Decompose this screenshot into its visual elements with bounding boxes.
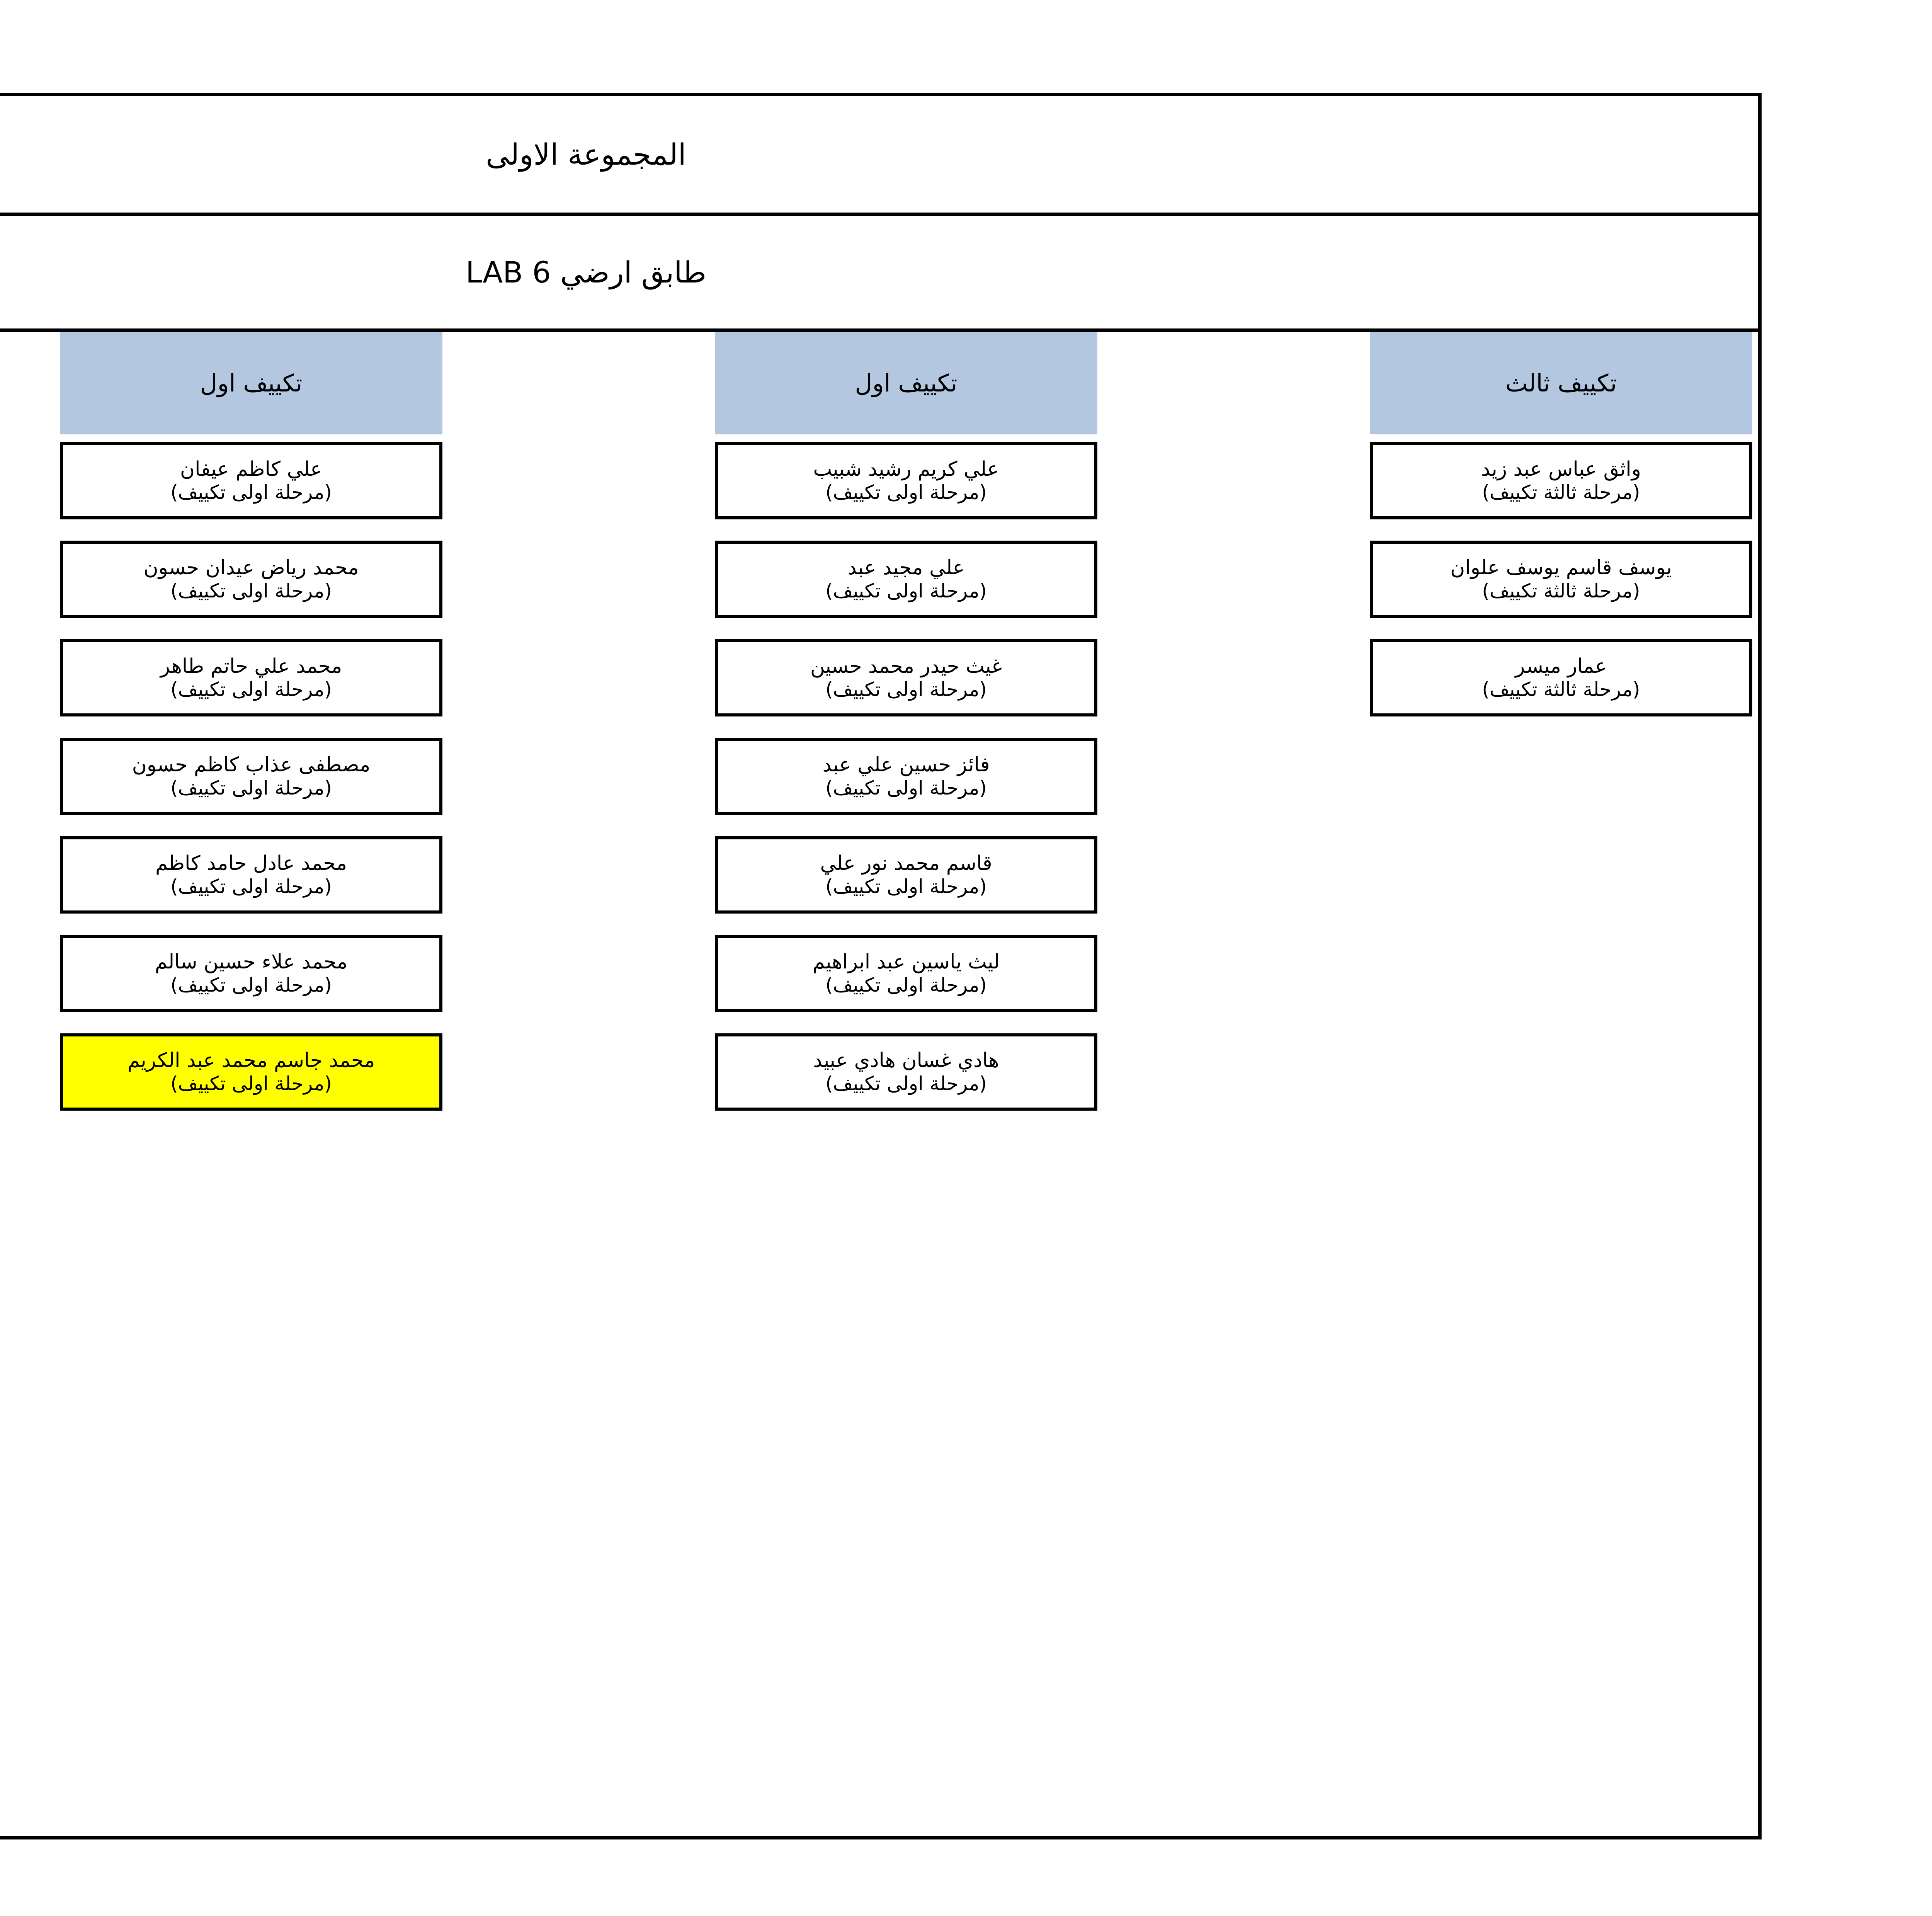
page-title: المجموعة الاولى bbox=[486, 137, 686, 172]
student-cell: ليث ياسين عبد ابراهيم(مرحلة اولى تكييف) bbox=[715, 935, 1097, 1012]
table-title-row: المجموعة الاولى bbox=[0, 96, 1758, 216]
student-cell: غيث حيدر محمد حسين(مرحلة اولى تكييف) bbox=[715, 639, 1097, 716]
student-cell: يوسف قاسم يوسف علوان(مرحلة ثالثة تكييف) bbox=[1370, 541, 1752, 618]
column-header-1: تكييف ثالث bbox=[1370, 332, 1752, 434]
student-cell: عمار ميسر(مرحلة ثالثة تكييف) bbox=[1370, 639, 1752, 716]
student-name: عمار ميسر bbox=[1515, 654, 1607, 678]
student-stage: (مرحلة ثالثة تكييف) bbox=[1482, 678, 1640, 701]
student-stage: (مرحلة اولى تكييف) bbox=[825, 1072, 987, 1095]
student-name: محمد عادل حامد كاظم bbox=[155, 851, 347, 875]
student-stage: (مرحلة اولى تكييف) bbox=[170, 481, 332, 504]
student-name: علي كاظم عيفان bbox=[180, 457, 323, 481]
student-stage: (مرحلة اولى تكييف) bbox=[825, 481, 987, 504]
student-stage: (مرحلة اولى تكييف) bbox=[170, 1072, 332, 1095]
student-name: علي مجيد عبد bbox=[847, 556, 965, 579]
student-cell: هادي غسان هادي عبيد(مرحلة اولى تكييف) bbox=[715, 1033, 1097, 1111]
column-header-label: تكييف اول bbox=[200, 369, 303, 397]
student-name: واثق عباس عبد زيد bbox=[1481, 457, 1641, 481]
floor-lab-label: طابق ارضي LAB 6 bbox=[466, 255, 706, 289]
student-stage: (مرحلة اولى تكييف) bbox=[825, 875, 987, 898]
student-cell: محمد رياض عيدان حسون(مرحلة اولى تكييف) bbox=[60, 541, 442, 618]
column-header-2: تكييف اول bbox=[715, 332, 1097, 434]
column-header-label: تكييف ثالث bbox=[1505, 369, 1617, 397]
student-name: علي كريم رشيد شبيب bbox=[813, 457, 999, 481]
student-stage: (مرحلة ثالثة تكييف) bbox=[1482, 580, 1640, 602]
student-stage: (مرحلة اولى تكييف) bbox=[170, 678, 332, 701]
student-stage: (مرحلة اولى تكييف) bbox=[825, 974, 987, 997]
student-name: ليث ياسين عبد ابراهيم bbox=[812, 950, 1000, 973]
student-stage: (مرحلة اولى تكييف) bbox=[170, 777, 332, 800]
assignment-table: المجموعة الاولى طابق ارضي LAB 6 تكييف ثا… bbox=[0, 93, 1762, 1839]
student-cell: علي كريم رشيد شبيب(مرحلة اولى تكييف) bbox=[715, 442, 1097, 519]
student-cell: محمد علي حاتم طاهر(مرحلة اولى تكييف) bbox=[60, 639, 442, 716]
student-cell-highlighted: محمد جاسم محمد عبد الكريم(مرحلة اولى تكي… bbox=[60, 1033, 442, 1111]
student-cell: علي مجيد عبد(مرحلة اولى تكييف) bbox=[715, 541, 1097, 618]
student-cell: مصطفى عذاب كاظم حسون(مرحلة اولى تكييف) bbox=[60, 738, 442, 815]
student-stage: (مرحلة اولى تكييف) bbox=[825, 777, 987, 800]
student-cell: محمد عادل حامد كاظم(مرحلة اولى تكييف) bbox=[60, 836, 442, 914]
student-stage: (مرحلة اولى تكييف) bbox=[170, 875, 332, 898]
student-name: محمد جاسم محمد عبد الكريم bbox=[127, 1048, 375, 1072]
student-name: فائز حسين علي عبد bbox=[822, 753, 990, 776]
student-cell: قاسم محمد نور علي(مرحلة اولى تكييف) bbox=[715, 836, 1097, 914]
student-name: غيث حيدر محمد حسين bbox=[810, 654, 1002, 678]
student-stage: (مرحلة ثالثة تكييف) bbox=[1482, 481, 1640, 504]
student-name: مصطفى عذاب كاظم حسون bbox=[132, 753, 371, 776]
student-cell: علي كاظم عيفان(مرحلة اولى تكييف) bbox=[60, 442, 442, 519]
column-header-label: تكييف اول bbox=[855, 369, 957, 397]
student-cell: فائز حسين علي عبد(مرحلة اولى تكييف) bbox=[715, 738, 1097, 815]
student-name: محمد رياض عيدان حسون bbox=[143, 556, 359, 579]
student-name: يوسف قاسم يوسف علوان bbox=[1450, 556, 1672, 579]
column-header-3: تكييف اول bbox=[60, 332, 442, 434]
table-subtitle-row: طابق ارضي LAB 6 bbox=[0, 216, 1758, 332]
student-name: محمد علاء حسين سالم bbox=[155, 950, 348, 973]
student-cell: محمد علاء حسين سالم(مرحلة اولى تكييف) bbox=[60, 935, 442, 1012]
student-name: هادي غسان هادي عبيد bbox=[813, 1048, 999, 1072]
student-name: محمد علي حاتم طاهر bbox=[160, 654, 342, 678]
student-stage: (مرحلة اولى تكييف) bbox=[825, 580, 987, 602]
student-stage: (مرحلة اولى تكييف) bbox=[170, 974, 332, 997]
student-stage: (مرحلة اولى تكييف) bbox=[825, 678, 987, 701]
student-cell: واثق عباس عبد زيد(مرحلة ثالثة تكييف) bbox=[1370, 442, 1752, 519]
student-name: قاسم محمد نور علي bbox=[820, 851, 992, 875]
student-stage: (مرحلة اولى تكييف) bbox=[170, 580, 332, 602]
